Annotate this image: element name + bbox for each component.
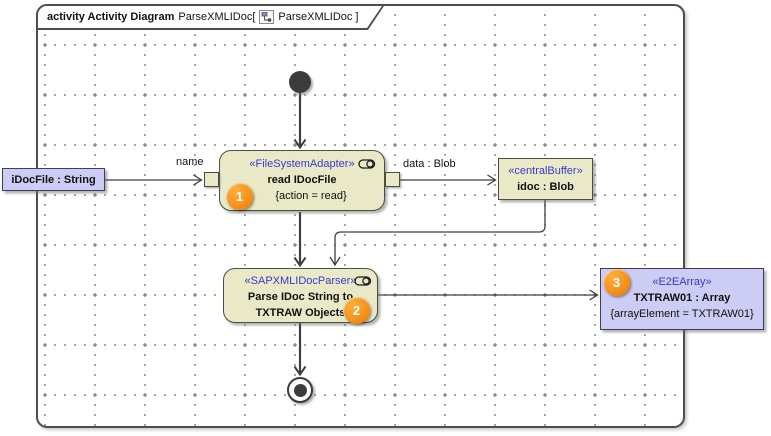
frame-title-name: ParseXMLIDoc[ [178, 11, 256, 23]
initial-node[interactable] [289, 71, 311, 93]
central-buffer-stereotype: «centralBuffer» [508, 165, 583, 177]
edge-label-name: name [176, 156, 204, 168]
step-badge-3: 3 [603, 269, 630, 296]
txtraw-array-constraint: {arrayElement = TXTRAW01} [610, 308, 754, 320]
central-buffer-name: idoc : Blob [517, 181, 574, 193]
read-action-stereotype: «FileSystemAdapter» [249, 158, 355, 170]
frame-title-keyword: activity Activity Diagram [47, 11, 175, 23]
read-action-name: read IDocFile [267, 174, 337, 186]
txtraw-array-stereotype: «E2EArray» [652, 276, 712, 288]
step-badge-2: 2 [343, 297, 370, 324]
parse-idoc-action-node[interactable]: «SAPXMLIDocParser» Parse IDoc String to … [223, 268, 378, 323]
parse-action-stereotype: «SAPXMLIDocParser» [244, 275, 357, 287]
parse-action-name-line2: TXTRAW Objects [255, 307, 346, 319]
txtraw-array-name: TXTRAW01 : Array [633, 292, 731, 304]
output-pin-data[interactable] [385, 172, 400, 187]
frame-title-tab: activity Activity Diagram ParseXMLIDoc[ … [38, 6, 384, 30]
idocfile-object-label: iDocFile : String [11, 173, 96, 186]
diagram-frame: activity Activity Diagram ParseXMLIDoc[ … [36, 4, 685, 428]
activity-final-node[interactable] [287, 377, 313, 403]
behavior-decoration-icon [354, 276, 372, 286]
central-buffer-node[interactable]: «centralBuffer» idoc : Blob [498, 158, 593, 200]
read-idocfile-action-node[interactable]: «FileSystemAdapter» read IDocFile {actio… [219, 150, 385, 211]
frame-title-ref: ParseXMLIDoc ] [278, 11, 359, 23]
idocfile-object-node[interactable]: iDocFile : String [2, 168, 105, 191]
activity-diagram-icon [259, 10, 275, 24]
input-pin-name[interactable] [204, 172, 219, 187]
step-badge-1: 1 [226, 183, 253, 210]
activity-final-dot [293, 383, 307, 397]
edge-label-data-blob: data : Blob [403, 158, 456, 170]
behavior-decoration-icon [358, 159, 376, 169]
parse-action-name-line1: Parse IDoc String to [247, 291, 354, 303]
read-action-constraint: {action = read} [275, 190, 347, 202]
